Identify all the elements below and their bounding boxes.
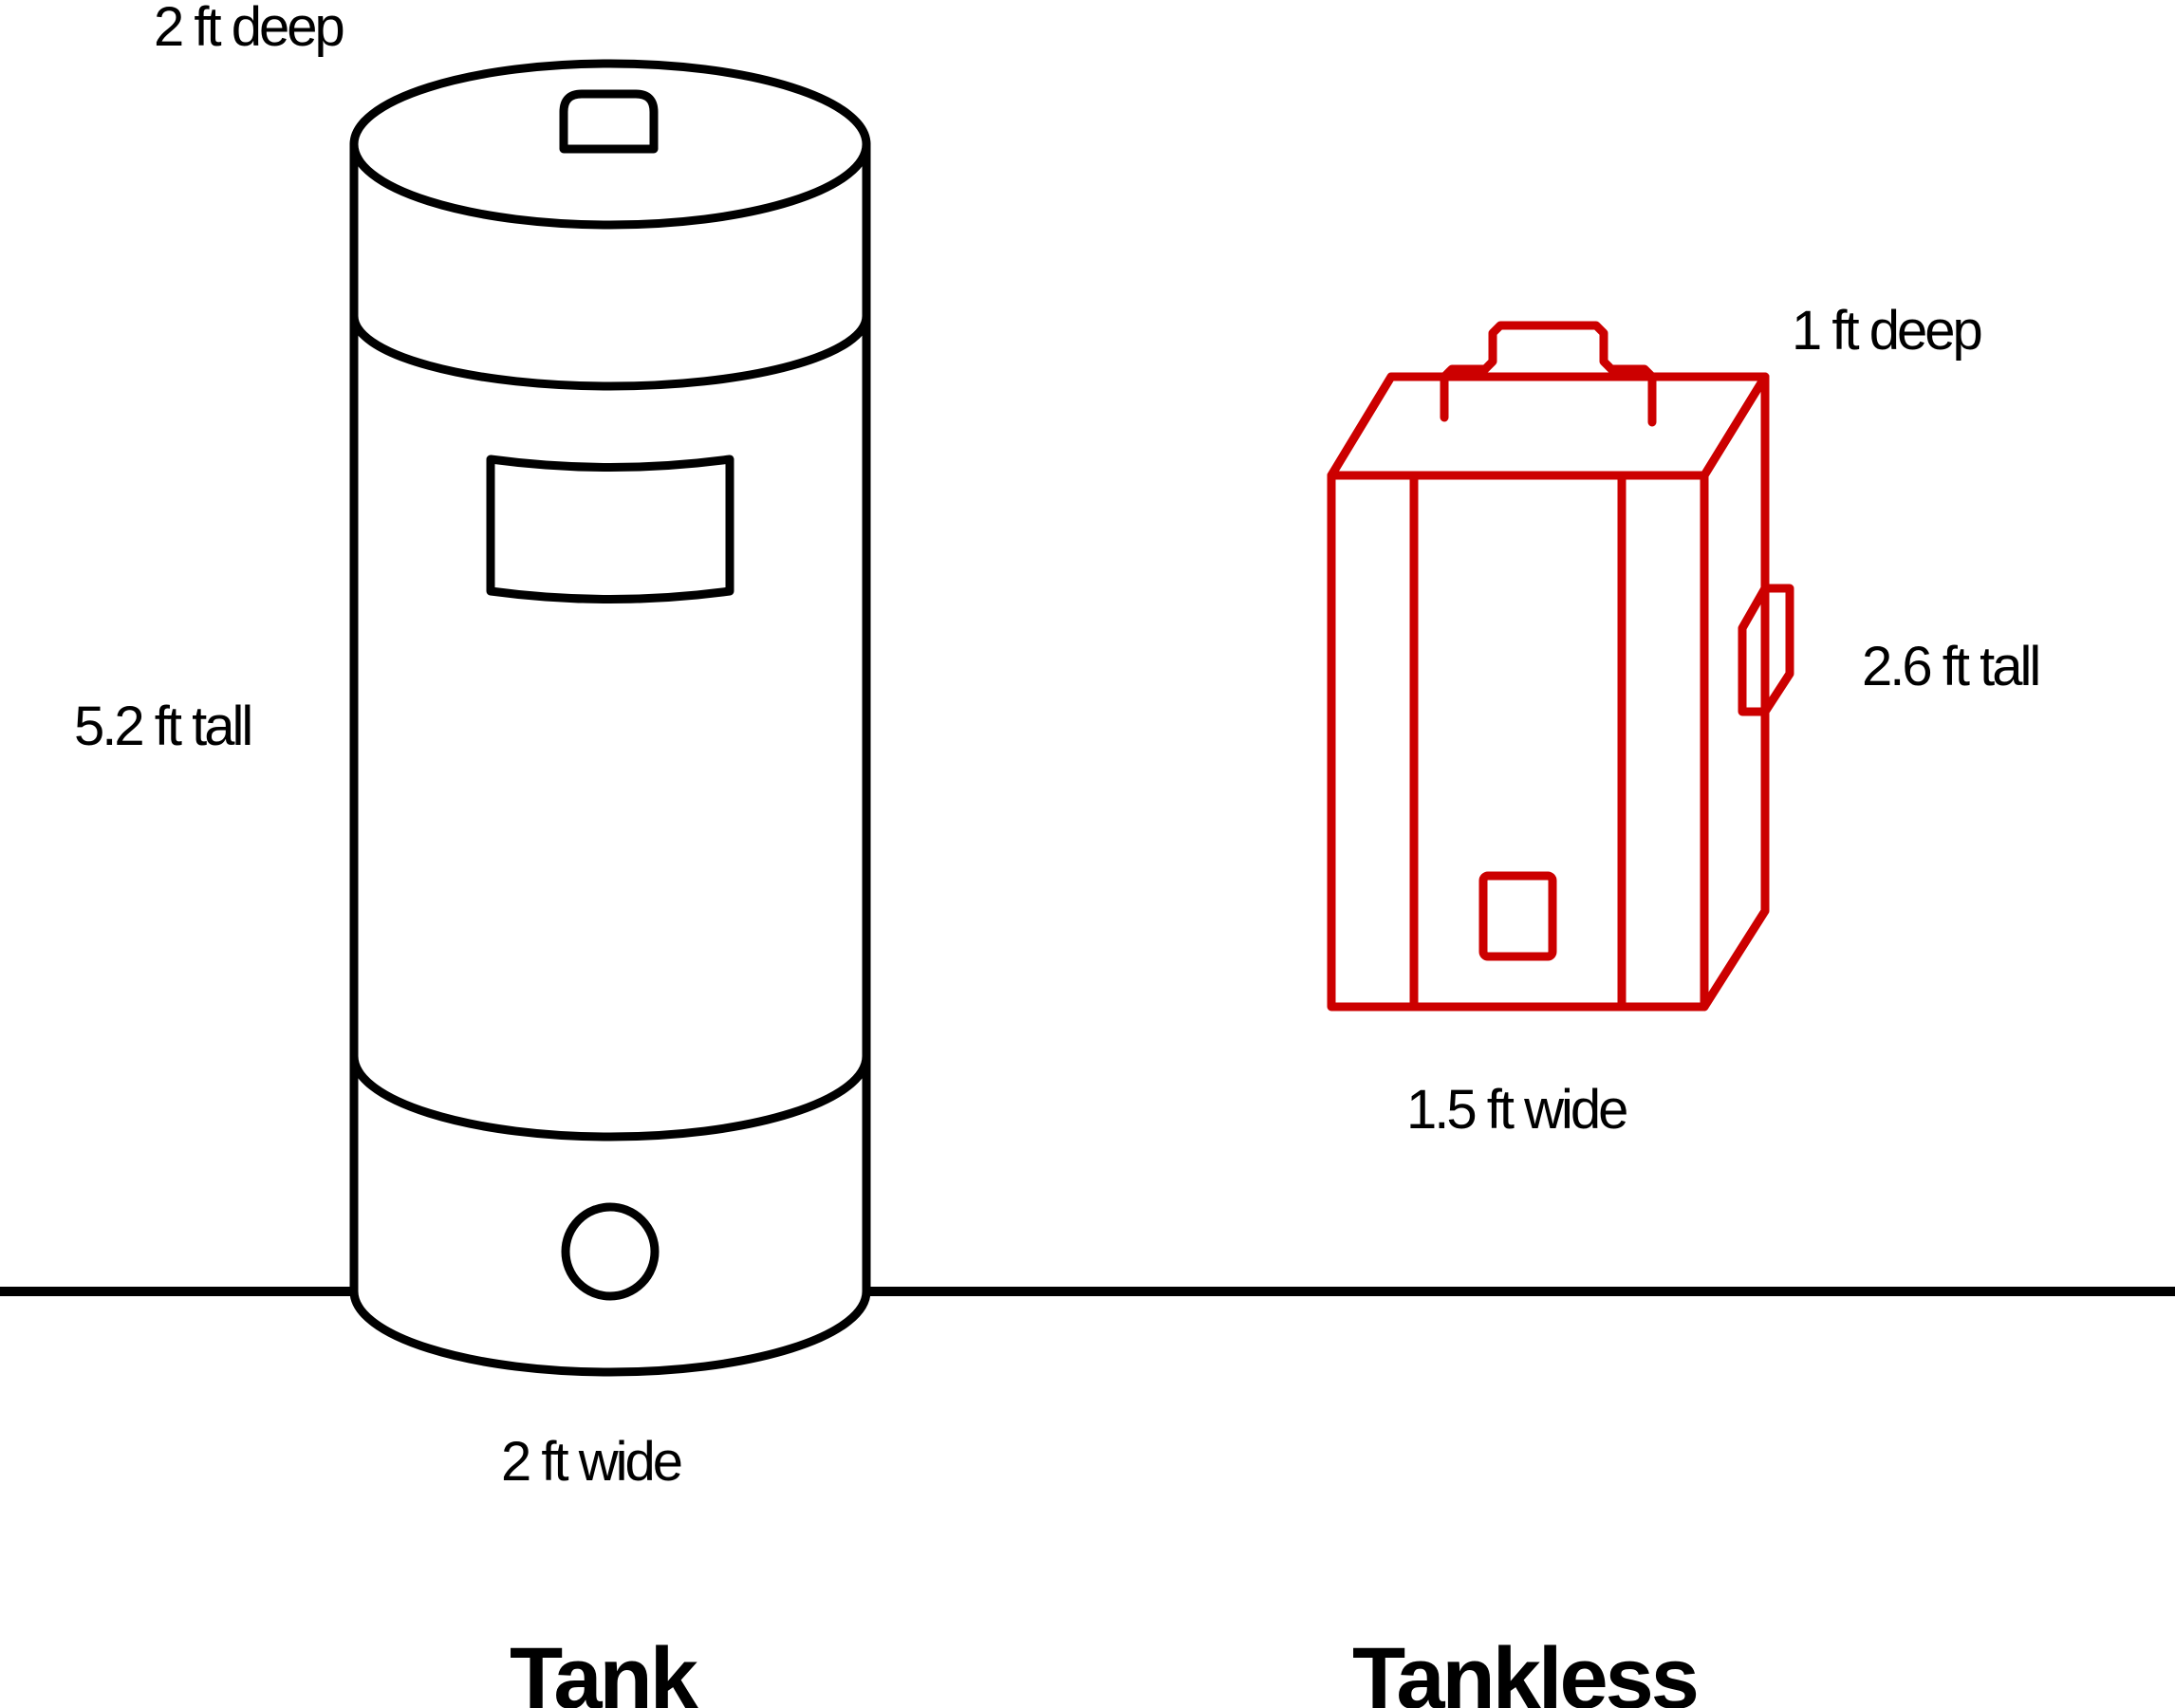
tankless-depth-label: 1 ft deep <box>1792 300 1980 362</box>
tankless-height-label: 2.6 ft tall <box>1862 636 2038 697</box>
tank-depth-label: 2 ft deep <box>154 0 343 58</box>
tankless-water-heater-icon <box>1327 321 1794 1012</box>
tank-caption: Tank <box>510 1630 699 1708</box>
tank-height-label: 5.2 ft tall <box>74 696 251 757</box>
tank-water-heater-icon <box>349 59 871 1377</box>
tankless-width-label: 1.5 ft wide <box>1406 1079 1627 1141</box>
tank-width-label: 2 ft wide <box>501 1431 681 1493</box>
tankless-caption: Tankless <box>1352 1630 1697 1708</box>
